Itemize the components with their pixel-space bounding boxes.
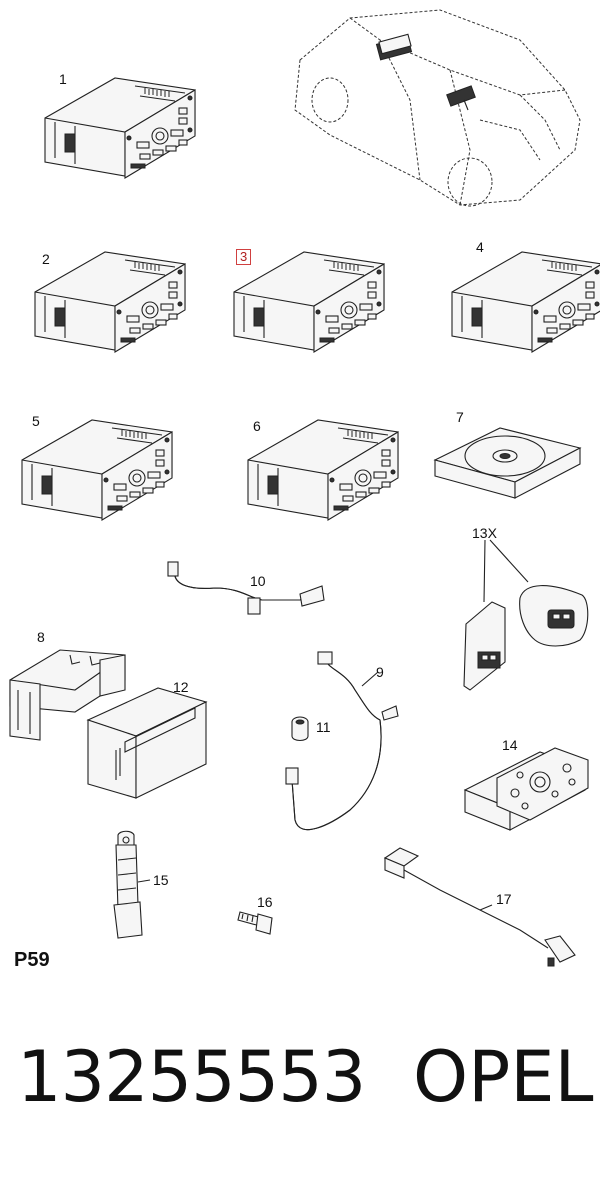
grommet-11 <box>291 716 309 742</box>
callout-17: 17 <box>496 891 512 907</box>
radio-unit-5 <box>21 419 173 521</box>
callout-1: 1 <box>59 71 67 87</box>
cable-harness-9 <box>285 651 399 831</box>
vehicle-outline-illustration <box>294 9 581 207</box>
radio-unit-1 <box>44 77 196 179</box>
callout-4: 4 <box>476 239 484 255</box>
radio-unit-4 <box>451 251 600 353</box>
control-module-12 <box>86 687 208 799</box>
callout-15: 15 <box>153 872 169 888</box>
callout-10: 10 <box>250 573 266 589</box>
callout-13x: 13X <box>472 525 497 541</box>
page-code: P59 <box>14 949 50 971</box>
callout-7: 7 <box>456 409 464 425</box>
steering-wheel-controls-13x <box>463 539 589 691</box>
part-number: 13255553 <box>17 1036 366 1118</box>
radio-unit-6 <box>247 419 399 521</box>
radio-unit-2 <box>34 251 186 353</box>
callout-12: 12 <box>173 679 189 695</box>
callout-3-highlighted: 3 <box>236 249 252 265</box>
callout-14: 14 <box>502 737 518 753</box>
cable-harness-17 <box>383 847 576 967</box>
cable-harness-10 <box>167 561 325 615</box>
radio-unit-3 <box>233 251 385 353</box>
callout-2: 2 <box>42 251 50 267</box>
brand-name: OPEL <box>413 1036 594 1118</box>
callout-16: 16 <box>257 894 273 910</box>
mounting-bracket-8 <box>9 649 126 741</box>
bolt-16 <box>237 911 273 935</box>
callout-9: 9 <box>376 664 384 680</box>
leader-lines <box>137 671 493 911</box>
callout-6: 6 <box>253 418 261 434</box>
callout-5: 5 <box>32 413 40 429</box>
footer: 13255553 OPEL <box>0 1035 600 1125</box>
parts-diagram <box>9 9 600 967</box>
navigation-disc <box>433 427 582 499</box>
callout-11: 11 <box>316 719 331 735</box>
control-panel-14 <box>463 747 589 831</box>
callout-8: 8 <box>37 629 45 645</box>
sensor-15 <box>113 830 143 939</box>
